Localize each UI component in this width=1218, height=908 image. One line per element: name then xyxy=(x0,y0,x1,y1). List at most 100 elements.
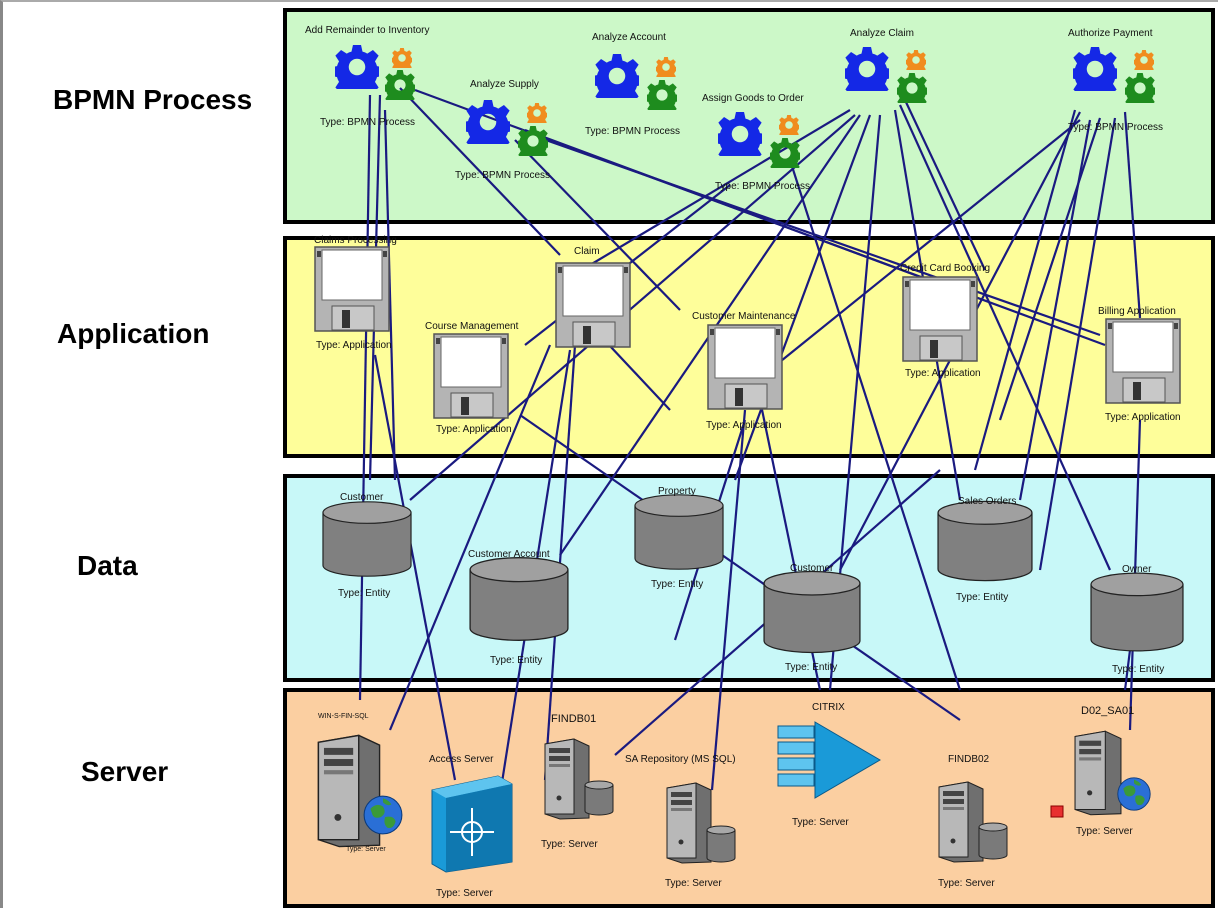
entity-node[interactable]: Property Type: Entity xyxy=(634,486,724,590)
server-node[interactable]: Access Server Type: Server xyxy=(429,754,513,899)
application-node[interactable]: Customer Maintenance Type: Application xyxy=(692,311,796,431)
floppy-disk-icon xyxy=(1105,318,1181,404)
entity-node[interactable]: Customer Type: Entity xyxy=(763,563,861,673)
process-type: Type: BPMN Process xyxy=(320,117,415,128)
entity-type: Type: Entity xyxy=(1112,664,1164,675)
entity-name: Owner xyxy=(1122,564,1152,575)
entity-name: Customer xyxy=(340,492,384,503)
process-node[interactable]: Add Remainder to Inventory Type: BPMN Pr… xyxy=(305,25,430,128)
gear-blue-icon xyxy=(845,47,889,91)
entity-type: Type: Entity xyxy=(651,579,703,590)
database-cylinder-icon xyxy=(706,825,736,863)
entity-type: Type: Entity xyxy=(338,588,390,599)
entity-node[interactable]: Customer Account Type: Entity xyxy=(468,549,569,666)
database-cylinder-icon xyxy=(978,822,1008,860)
lane-label-server: Server xyxy=(81,756,169,787)
server-type: Type: Server xyxy=(665,878,722,889)
entity-name: Property xyxy=(658,486,696,497)
server-type: Type: Server xyxy=(1076,826,1133,837)
server-name: WIN-S-FIN-SQL xyxy=(318,713,369,720)
entity-name: Sales Orders xyxy=(958,496,1016,507)
entity-type: Type: Entity xyxy=(785,662,837,673)
gear-blue-icon xyxy=(335,45,379,89)
application-name: Course Management xyxy=(425,321,519,332)
application-node[interactable]: Billing Application Type: Application xyxy=(1098,306,1181,423)
gear-green-icon xyxy=(897,73,927,103)
entity-nodes: Customer Type: Entity Customer Account T… xyxy=(322,486,1184,675)
process-node[interactable]: Analyze Supply Type: BPMN Process xyxy=(455,79,551,181)
entity-name: Customer xyxy=(790,563,834,574)
entity-node[interactable]: Owner Type: Entity xyxy=(1090,564,1184,675)
process-type: Type: BPMN Process xyxy=(1068,122,1163,133)
server-type: Type: Server xyxy=(346,846,386,853)
server-node[interactable]: CITRIX Type: Server xyxy=(777,702,881,828)
application-name: Claims Processing xyxy=(314,235,397,246)
process-node[interactable]: Authorize Payment Type: BPMN Process xyxy=(1068,28,1163,133)
server-name: D02_SA01 xyxy=(1081,705,1134,717)
database-cylinder-icon xyxy=(322,501,412,577)
application-node[interactable]: Claims Processing Type: Application xyxy=(314,235,397,351)
gear-orange-icon xyxy=(779,115,799,135)
floppy-disk-icon xyxy=(555,262,631,348)
router-icon xyxy=(431,775,513,873)
application-name: Claim xyxy=(574,246,600,257)
process-node[interactable]: Assign Goods to Order Type: BPMN Process xyxy=(702,93,810,192)
gear-blue-icon xyxy=(1073,47,1117,91)
application-type: Type: Application xyxy=(1105,412,1181,423)
application-name: Credit Card Booking xyxy=(900,263,990,274)
database-cylinder-icon xyxy=(584,780,614,816)
process-node[interactable]: Analyze Account Type: BPMN Process xyxy=(585,32,680,137)
floppy-disk-icon xyxy=(902,276,978,362)
entity-type: Type: Entity xyxy=(956,592,1008,603)
process-node[interactable]: Analyze Claim xyxy=(840,28,930,109)
database-cylinder-icon xyxy=(634,494,724,570)
process-nodes: Add Remainder to Inventory Type: BPMN Pr… xyxy=(305,25,1163,192)
server-tower-icon xyxy=(938,781,984,863)
gear-blue-icon xyxy=(595,54,639,98)
server-type: Type: Server xyxy=(541,839,598,850)
server-tower-icon xyxy=(317,734,381,848)
application-node[interactable]: Claim xyxy=(555,246,631,348)
server-nodes: WIN-S-FIN-SQL Type: Server Access Server… xyxy=(317,702,1151,899)
globe-icon xyxy=(363,795,403,835)
entity-node[interactable]: Customer Type: Entity xyxy=(322,492,412,599)
server-node[interactable]: SA Repository (MS SQL) Type: Server xyxy=(625,754,736,889)
process-name: Authorize Payment xyxy=(1068,28,1153,39)
gear-blue-icon xyxy=(718,112,762,156)
process-name: Analyze Claim xyxy=(850,28,914,39)
lane-bpmn-process xyxy=(283,8,1215,224)
server-node[interactable]: FINDB01 Type: Server xyxy=(541,713,614,850)
database-cylinder-icon xyxy=(1090,572,1184,652)
connector-lines xyxy=(358,87,1142,796)
gear-green-icon xyxy=(647,80,677,110)
entity-node[interactable]: Sales Orders Type: Entity xyxy=(937,496,1033,603)
gear-blue-icon xyxy=(466,100,510,144)
application-type: Type: Application xyxy=(436,424,512,435)
process-type: Type: BPMN Process xyxy=(585,126,680,137)
gear-orange-icon xyxy=(527,103,547,123)
application-type: Type: Application xyxy=(905,368,981,379)
entity-type: Type: Entity xyxy=(490,655,542,666)
lane-data xyxy=(283,474,1215,682)
server-type: Type: Server xyxy=(938,878,995,889)
lane-label-data: Data xyxy=(77,550,138,581)
server-type: Type: Server xyxy=(792,817,849,828)
process-name: Assign Goods to Order xyxy=(702,93,804,104)
gear-green-icon xyxy=(1125,73,1155,103)
entity-name: Customer Account xyxy=(468,549,550,560)
server-tower-icon xyxy=(544,738,590,820)
server-node[interactable]: WIN-S-FIN-SQL Type: Server xyxy=(317,713,403,853)
gear-green-icon xyxy=(770,138,800,168)
application-type: Type: Application xyxy=(316,340,392,351)
gear-orange-icon xyxy=(656,57,676,77)
process-type: Type: BPMN Process xyxy=(455,170,550,181)
gear-green-icon xyxy=(518,126,548,156)
server-node[interactable]: D02_SA01 Type: Server xyxy=(1050,705,1151,837)
application-node[interactable]: Credit Card Booking Type: Application xyxy=(900,263,990,379)
application-name: Billing Application xyxy=(1098,306,1176,317)
server-node[interactable]: FINDB02 Type: Server xyxy=(938,754,1008,889)
gear-orange-icon xyxy=(906,50,926,70)
server-name: FINDB01 xyxy=(551,713,596,725)
application-node[interactable]: Course Management Type: Application xyxy=(425,321,519,435)
lane-label-bpmn: BPMN Process xyxy=(53,84,253,115)
